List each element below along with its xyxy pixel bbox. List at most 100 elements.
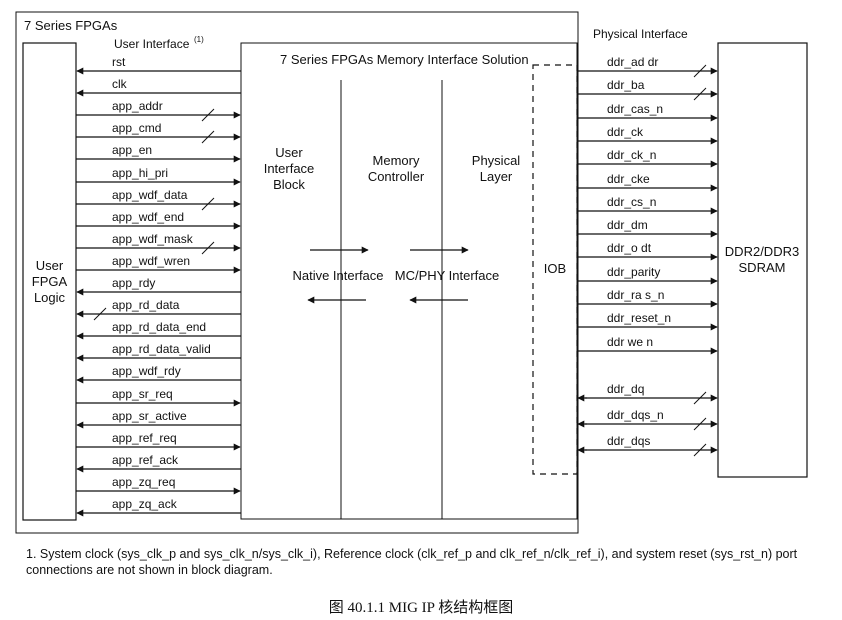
phy-signal-ddr-ck-n: ddr_ck_n (577, 148, 718, 168)
phy-signal-ddr-cs-n: ddr_cs_n (577, 195, 718, 215)
mcphy-interface-label: MC/PHY Interface (395, 268, 500, 283)
bus-slash (693, 64, 707, 78)
user-signal-label: app_ref_req (112, 431, 177, 445)
user-signal-label: app_wdf_data (112, 188, 188, 202)
fpga-title: 7 Series FPGAs (24, 18, 118, 33)
bus-slash (201, 241, 215, 255)
user-signal-app-rd-data-end: app_rd_data_end (76, 320, 241, 340)
user-signal-app-en: app_en (76, 143, 241, 163)
user-signal-app-wdf-rdy: app_wdf_rdy (76, 364, 241, 384)
figure-caption: 图 40.1.1 MIG IP 核结构框图 (328, 600, 514, 616)
user-signal-label: app_wdf_rdy (112, 364, 181, 378)
user-signal-label: app_cmd (112, 121, 161, 135)
phy-signal-ddr-dm: ddr_dm (577, 218, 718, 238)
phy-signal-label: ddr_ra s_n (607, 288, 664, 302)
user-signal-app-wdf-mask: app_wdf_mask (76, 232, 241, 255)
user-signal-label: app_rd_data_valid (112, 342, 211, 356)
user-signal-app-zq-req: app_zq_req (76, 475, 241, 495)
phy-signal-label: ddr_dqs (607, 434, 650, 448)
bus-slash (693, 443, 707, 457)
user-signal-clk: clk (76, 77, 241, 97)
iob-label: IOB (544, 261, 566, 276)
user-signal-app-ref-ack: app_ref_ack (76, 453, 241, 473)
phy-signal-ddr-reset-n: ddr_reset_n (577, 311, 718, 331)
native-interface-label: Native Interface (292, 268, 383, 283)
phy-signal-label: ddr_reset_n (607, 311, 671, 325)
bus-slash (93, 307, 107, 321)
phy-signal-ddr-parity: ddr_parity (577, 265, 718, 285)
bus-slash (201, 197, 215, 211)
fpga-outer-box (15, 11, 579, 534)
user-signal-label: rst (112, 55, 126, 69)
phy-signal-ddr-o-dt: ddr_o dt (577, 241, 718, 261)
user-signal-app-sr-req: app_sr_req (76, 387, 241, 407)
user-signal-app-wdf-end: app_wdf_end (76, 210, 241, 230)
phy-signal-ddr-ad-dr: ddr_ad dr (577, 55, 718, 78)
user-logic-line-2: FPGA (32, 274, 68, 289)
user-signal-label: app_wdf_wren (112, 254, 190, 268)
user-signal-app-rdy: app_rdy (76, 276, 241, 296)
ui-block-line-2: Interface (264, 161, 315, 176)
phy-signal-label: ddr_ck (607, 125, 644, 139)
phy-signal-label: ddr_o dt (607, 241, 652, 255)
user-signal-app-ref-req: app_ref_req (76, 431, 241, 451)
physical-layer-line-2: Layer (480, 169, 513, 184)
phy-signal-label: ddr_ad dr (607, 55, 658, 69)
phy-signal-ddr-we-n: ddr we n (577, 335, 718, 355)
physical-layer-line-1: Physical (472, 153, 521, 168)
memory-controller-line-2: Controller (368, 169, 425, 184)
phy-signal-label: ddr_cas_n (607, 102, 663, 116)
user-signal-label: app_zq_ack (112, 497, 178, 511)
user-signal-label: app_ref_ack (112, 453, 179, 467)
user-interface-label: User Interface (114, 37, 190, 51)
user-signal-label: app_zq_req (112, 475, 175, 489)
phy-signal-ddr-dqs: ddr_dqs (577, 434, 718, 457)
physical-interface-label: Physical Interface (593, 27, 688, 41)
user-signal-group: rst clk app_addr app_cmd app_en app_hi_priapp… (76, 55, 241, 517)
sdram-line-1: DDR2/DDR3 (725, 244, 799, 259)
user-signal-label: app_rd_data (112, 298, 180, 312)
phy-signal-ddr-cke: ddr_cke (577, 172, 718, 192)
user-signal-app-zq-ack: app_zq_ack (76, 497, 241, 517)
user-logic-line-3: Logic (34, 290, 66, 305)
phy-signal-label: ddr_cs_n (607, 195, 656, 209)
user-signal-label: app_hi_pri (112, 166, 168, 180)
phy-signal-label: ddr we n (607, 335, 653, 349)
user-signal-label: app_rdy (112, 276, 155, 290)
phy-signal-ddr-ra-s-n: ddr_ra s_n (577, 288, 718, 308)
bus-slash (693, 417, 707, 431)
ui-block-line-3: Block (273, 177, 305, 192)
user-signal-label: app_wdf_mask (112, 232, 194, 246)
user-signal-app-rd-data-valid: app_rd_data_valid (76, 342, 241, 362)
user-logic-line-1: User (36, 258, 64, 273)
sdram-line-2: SDRAM (739, 260, 786, 275)
user-signal-rst: rst (76, 55, 241, 75)
user-signal-label: app_wdf_end (112, 210, 184, 224)
user-signal-app-cmd: app_cmd (76, 121, 241, 144)
user-signal-label: app_rd_data_end (112, 320, 206, 334)
solution-title: 7 Series FPGAs Memory Interface Solution (280, 52, 529, 67)
phy-signal-label: ddr_parity (607, 265, 660, 279)
user-signal-app-wdf-wren: app_wdf_wren (76, 254, 241, 274)
bus-slash (693, 87, 707, 101)
phy-signal-ddr-dq: ddr_dq (577, 382, 718, 405)
phy-signal-group: ddr_ad dr ddr_ba ddr_cas_n ddr_ck ddr_ck_ndd… (577, 55, 718, 457)
user-signal-label: app_en (112, 143, 152, 157)
bus-slash (201, 130, 215, 144)
phy-signal-ddr-dqs-n: ddr_dqs_n (577, 408, 718, 431)
user-signal-app-hi-pri: app_hi_pri (76, 166, 241, 186)
user-signal-app-sr-active: app_sr_active (76, 409, 241, 429)
user-signal-app-addr: app_addr (76, 99, 241, 122)
footnote: 1. System clock (sys_clk_p and sys_clk_n… (26, 547, 798, 577)
phy-signal-label: ddr_dqs_n (607, 408, 664, 422)
phy-signal-label: ddr_ck_n (607, 148, 656, 162)
user-signal-app-rd-data: app_rd_data (76, 298, 241, 321)
phy-signal-ddr-ba: ddr_ba (577, 78, 718, 101)
ui-block-line-1: User (275, 145, 303, 160)
user-signal-label: app_addr (112, 99, 163, 113)
phy-signal-label: ddr_dm (607, 218, 648, 232)
phy-signal-label: ddr_cke (607, 172, 650, 186)
bus-slash (693, 391, 707, 405)
phy-signal-label: ddr_ba (607, 78, 645, 92)
user-signal-label: app_sr_req (112, 387, 173, 401)
